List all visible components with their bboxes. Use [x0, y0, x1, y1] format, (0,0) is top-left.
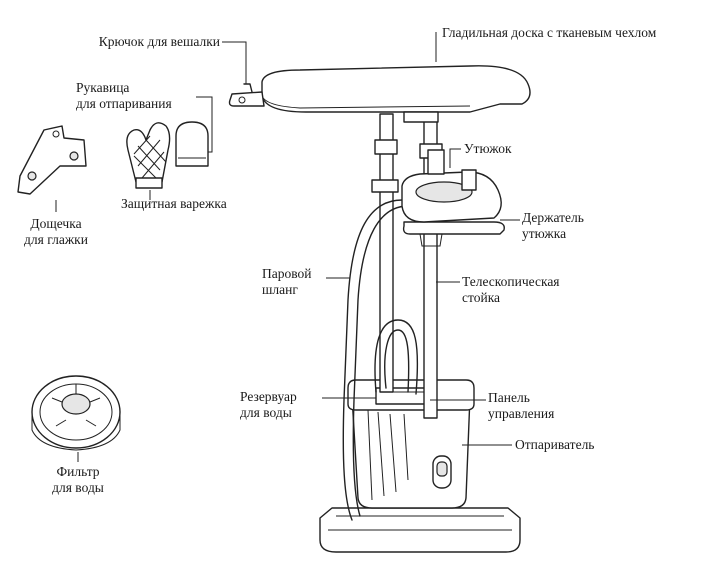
label-iron-holder: Держатель утюжка: [522, 210, 584, 241]
iron-holder-shape: [402, 221, 505, 247]
label-hanger-hook: Крючок для вешалки: [98, 34, 220, 49]
label-water-filter: Фильтр для воды: [52, 464, 104, 495]
label-water-tank: Резервуар для воды: [240, 389, 297, 420]
label-control-panel: Панель управления: [488, 390, 555, 421]
label-steamer: Отпариватель: [515, 437, 595, 452]
iron-shape: [401, 149, 502, 223]
label-telescopic-pole: Телескопическая стойка: [462, 274, 560, 305]
label-protective-mitten: Защитная варежка: [121, 196, 227, 211]
label-steam-mitt: Рукавица для отпаривания: [76, 80, 172, 111]
leader-lines: [55, 32, 520, 462]
label-steam-hose: Паровой шланг: [262, 266, 312, 297]
protective-mitten-shape: [126, 122, 171, 189]
label-ironing-plate: Дощечка для глажки: [24, 216, 88, 247]
hanger-hook-shape: [228, 83, 265, 107]
label-iron: Утюжок: [464, 141, 512, 156]
water-filter-shape: [31, 375, 121, 451]
ironing-plate-shape: [17, 125, 87, 195]
label-ironing-board: Гладильная доска с тканевым чехлом: [442, 25, 657, 40]
steamer-base: [319, 507, 521, 553]
steam-mitt-shape: [175, 121, 209, 167]
ironing-board-shape: [261, 65, 531, 123]
steam-hose-shape: [342, 199, 419, 521]
